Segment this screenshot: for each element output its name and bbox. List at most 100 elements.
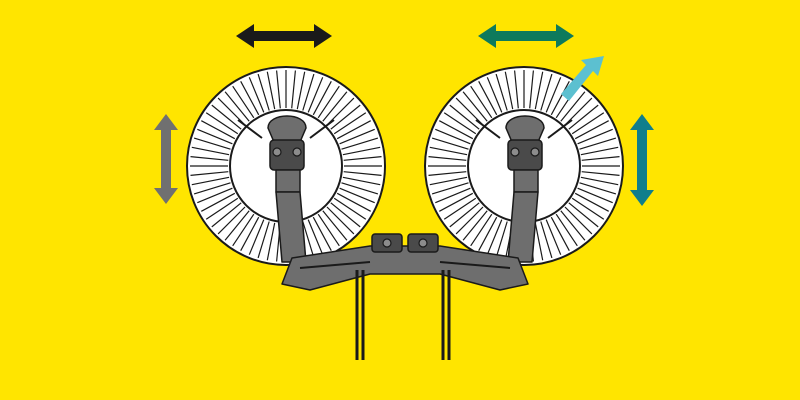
bristle bbox=[580, 176, 619, 186]
bristle bbox=[540, 73, 553, 111]
right-brush-vertical-arrow bbox=[630, 114, 654, 206]
right-mount-bolt-b bbox=[530, 147, 540, 157]
right-brush-bristles bbox=[428, 70, 620, 262]
bristle bbox=[326, 206, 355, 235]
bristle bbox=[322, 91, 348, 122]
bristle bbox=[486, 219, 503, 255]
bristle bbox=[339, 128, 375, 145]
bristle bbox=[462, 91, 488, 122]
crossbar-edge-lines bbox=[299, 261, 511, 269]
bristle bbox=[455, 97, 484, 126]
bristle bbox=[495, 73, 508, 111]
bristle bbox=[577, 187, 613, 204]
bristle bbox=[342, 146, 381, 156]
bristle bbox=[514, 70, 519, 109]
bristle bbox=[449, 202, 480, 228]
bristle bbox=[307, 219, 324, 255]
bristle bbox=[307, 77, 324, 113]
left-mount-bolt-a bbox=[272, 147, 282, 157]
bristle bbox=[462, 210, 488, 241]
bristle bbox=[224, 91, 250, 122]
bristle bbox=[571, 197, 605, 220]
bristle bbox=[429, 176, 468, 186]
bristle bbox=[571, 112, 605, 135]
bristle bbox=[191, 176, 230, 186]
bristle bbox=[343, 171, 382, 176]
right-mount-bolt-a bbox=[510, 147, 520, 157]
bristle bbox=[428, 171, 467, 176]
bristle bbox=[568, 104, 599, 130]
bristle bbox=[248, 77, 265, 113]
bristle bbox=[342, 176, 381, 186]
bristle bbox=[201, 192, 236, 212]
bristle bbox=[470, 85, 493, 119]
bristle bbox=[470, 213, 493, 247]
bristle bbox=[312, 81, 332, 116]
bristle bbox=[443, 197, 477, 220]
bristle bbox=[205, 197, 239, 220]
left-arm bbox=[275, 191, 307, 263]
bristle bbox=[581, 156, 620, 161]
bristle bbox=[190, 156, 229, 161]
bristle bbox=[317, 85, 340, 119]
bristle bbox=[545, 219, 562, 255]
bristle bbox=[266, 71, 276, 110]
bristle bbox=[581, 171, 620, 176]
bristle bbox=[312, 216, 332, 251]
bristle bbox=[333, 197, 367, 220]
bristle bbox=[429, 146, 468, 156]
bristle bbox=[560, 91, 586, 122]
crossbar bbox=[281, 233, 529, 291]
left-brush-bristles bbox=[190, 70, 382, 262]
bristle bbox=[534, 71, 544, 110]
bristle bbox=[504, 71, 514, 110]
left-brush-mount bbox=[237, 115, 335, 193]
bristle bbox=[439, 192, 474, 212]
bristle bbox=[291, 70, 296, 109]
motion-arrows bbox=[154, 24, 654, 206]
bristle bbox=[211, 104, 242, 130]
bristle bbox=[439, 120, 474, 140]
bristle bbox=[302, 221, 315, 259]
bristle bbox=[540, 221, 553, 259]
bristle bbox=[550, 216, 570, 251]
bristle bbox=[577, 128, 613, 145]
left-mount-bracket bbox=[267, 115, 307, 143]
bristle bbox=[545, 77, 562, 113]
bristle bbox=[201, 120, 236, 140]
bristle bbox=[276, 70, 281, 109]
bristle bbox=[341, 182, 379, 195]
bristle bbox=[326, 97, 355, 126]
bristle bbox=[495, 221, 508, 259]
bristle bbox=[580, 146, 619, 156]
bristle bbox=[217, 97, 246, 126]
bristle bbox=[339, 187, 375, 204]
bristle bbox=[232, 85, 255, 119]
bristle bbox=[191, 146, 230, 156]
bristle bbox=[435, 128, 471, 145]
bristle bbox=[343, 156, 382, 161]
bristle bbox=[443, 112, 477, 135]
bristle bbox=[478, 81, 498, 116]
bristle bbox=[435, 187, 471, 204]
bristle bbox=[296, 71, 306, 110]
bristle bbox=[568, 202, 599, 228]
bristle bbox=[428, 156, 467, 161]
bristle bbox=[564, 206, 593, 235]
bristle bbox=[574, 192, 609, 212]
bristle bbox=[197, 128, 233, 145]
right-mount-rods bbox=[475, 119, 573, 139]
bristle bbox=[486, 77, 503, 113]
bristle bbox=[455, 206, 484, 235]
bristle bbox=[302, 73, 315, 111]
bristle bbox=[257, 221, 270, 259]
bristle bbox=[550, 81, 570, 116]
right-brush-mount bbox=[475, 115, 573, 193]
bristle bbox=[248, 219, 265, 255]
right-brush-horizontal-arrow bbox=[478, 24, 574, 48]
bristle bbox=[574, 120, 609, 140]
right-arm bbox=[507, 191, 539, 263]
